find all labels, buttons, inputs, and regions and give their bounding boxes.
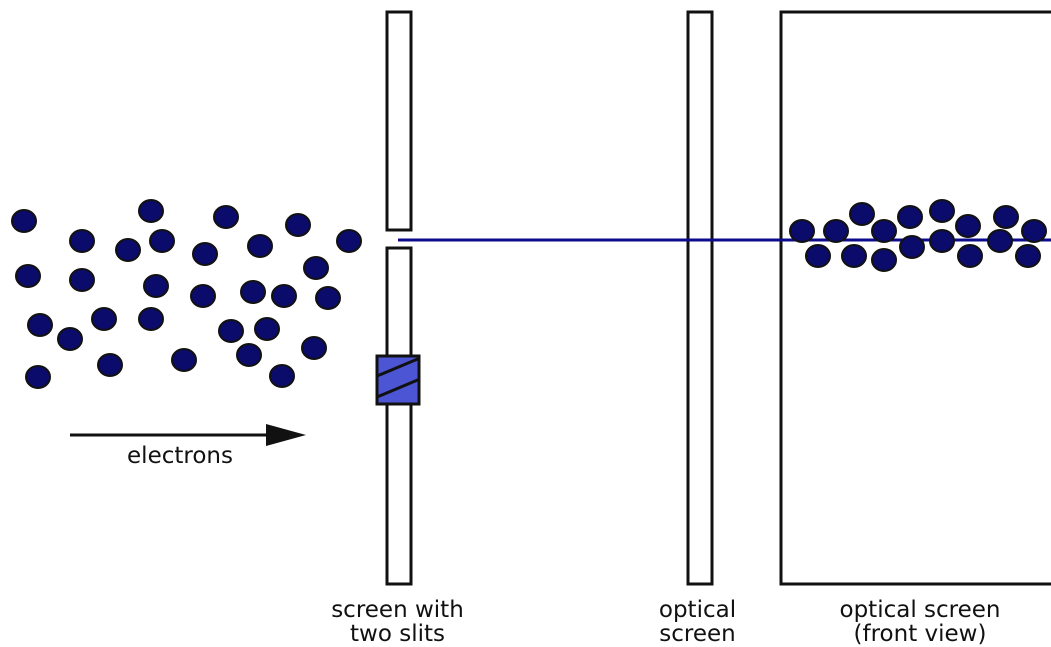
screen-hit-dot [957,244,983,268]
optical-screen-front-label: optical screen (front view) [800,598,1040,646]
electron-particle [315,286,341,310]
electron-particle [190,284,216,308]
electron-cloud [11,199,362,389]
slit-screen-label: screen with two slits [305,598,490,646]
electron-particle [247,234,273,258]
screen-hit-dot [993,205,1019,229]
detector-coil-icon [375,354,421,406]
electron-particle [336,229,362,253]
electron-particle [138,307,164,331]
optical-screen-front [779,10,1051,586]
optical-screen-front-label-line-1: optical screen [839,597,1001,623]
electron-particle [236,343,262,367]
electron-particle [269,364,295,388]
electron-particle [285,213,311,237]
electron-particle [69,229,95,253]
electron-particle [301,336,327,360]
electron-particle [11,209,37,233]
electron-particle [115,238,141,262]
slit-screen-label-line-2: two slits [350,621,445,647]
screen-hit-dot [899,235,925,259]
electron-particle [97,353,123,377]
electron-particle [171,348,197,372]
electron-particle [303,256,329,280]
electron-particle [213,205,239,229]
screen-hit-pattern [789,199,1047,272]
slit-screen-upper-panel [385,10,413,232]
screen-hit-dot [789,219,815,243]
electron-particle [27,313,53,337]
screen-hit-dot [955,214,981,238]
optical-screen-label: optical screen [630,598,765,646]
screen-hit-dot [987,229,1013,253]
electron-particle [25,365,51,389]
electron-particle [69,268,95,292]
optical-screen-label-line-1: optical [658,597,737,623]
optical-screen-front-label-line-2: (front view) [853,621,987,647]
screen-hit-dot [805,244,831,268]
optical-screen-label-line-2: screen [659,621,736,647]
slit-screen-lower-panel [385,246,413,586]
screen-hit-dot [929,229,955,253]
screen-hit-dot [841,244,867,268]
slit-screen-label-line-1: screen with [331,597,464,623]
optical-screen-side [686,10,714,586]
electron-particle [57,327,83,351]
screen-hit-dot [897,205,923,229]
electron-particle [254,317,280,341]
right-arrow-icon [70,424,306,446]
electron-particle [192,242,218,266]
screen-hit-dot [1015,244,1041,268]
screen-hit-dot [823,219,849,243]
screen-hit-dot [849,202,875,226]
electron-particle [240,280,266,304]
electron-particle [218,319,244,343]
electron-particle [271,284,297,308]
electron-particle [91,307,117,331]
screen-hit-dot [1021,219,1047,243]
screen-hit-dot [871,219,897,243]
screen-hit-dot [929,199,955,223]
electrons-label: electrons [127,443,233,469]
screen-hit-dot [871,248,897,272]
electron-particle [149,229,175,253]
electron-particle [138,199,164,223]
electron-particle [143,274,169,298]
electron-particle [15,264,41,288]
